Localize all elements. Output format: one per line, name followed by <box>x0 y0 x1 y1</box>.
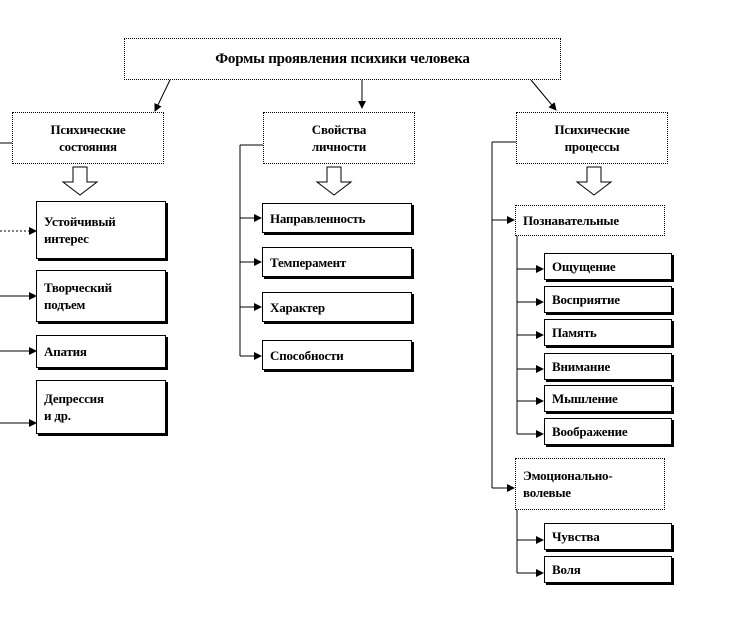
state-item: Устойчивый интерес <box>36 201 166 259</box>
cognitive-processes-label: Познавательные <box>515 205 665 236</box>
down-arrow-icon <box>575 166 613 196</box>
cognitive-item: Воображение <box>544 418 672 445</box>
emotional-item: Чувства <box>544 523 672 550</box>
cognitive-item: Мышление <box>544 385 672 412</box>
down-arrow-icon <box>315 166 353 196</box>
cognitive-item: Ощущение <box>544 253 672 280</box>
personality-item: Способности <box>262 340 412 370</box>
cognitive-item: Память <box>544 319 672 346</box>
header-mental-states: Психические состояния <box>12 112 164 164</box>
header-personality-traits: Свойства личности <box>263 112 415 164</box>
header-mental-processes: Психические процессы <box>516 112 668 164</box>
down-arrow-icon <box>61 166 99 196</box>
state-item: Творческий подъем <box>36 270 166 322</box>
emotional-item: Воля <box>544 556 672 583</box>
state-item: Апатия <box>36 335 166 368</box>
personality-item: Характер <box>262 292 412 322</box>
emotional-volitional-label: Эмоционально- волевые <box>515 458 665 510</box>
cognitive-item: Восприятие <box>544 286 672 313</box>
diagram-title: Формы проявления психики человека <box>124 38 561 80</box>
state-item: Депрессия и др. <box>36 380 166 434</box>
personality-item: Темперамент <box>262 247 412 277</box>
cognitive-item: Внимание <box>544 353 672 380</box>
personality-item: Направленность <box>262 203 412 233</box>
